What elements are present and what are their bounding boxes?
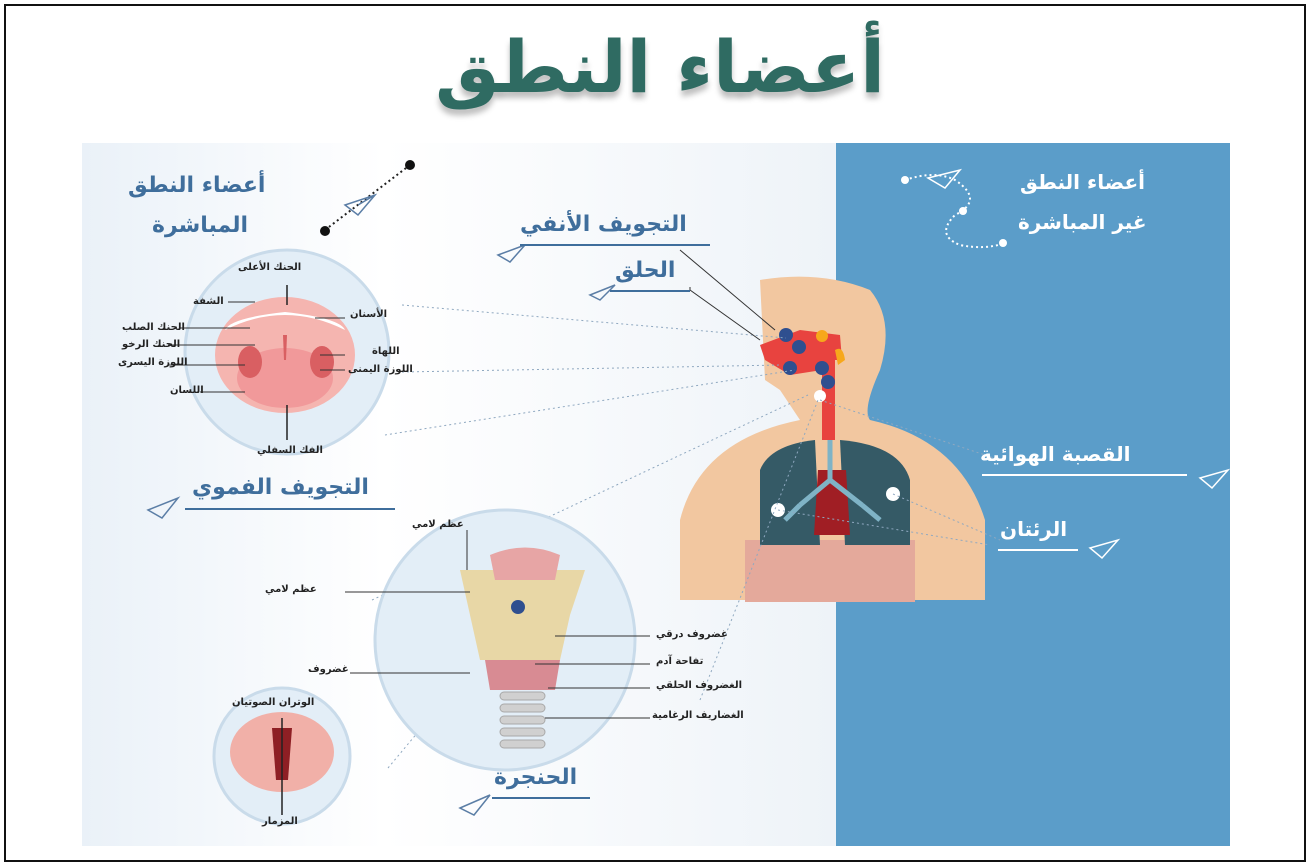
lungs-underline — [998, 549, 1078, 551]
mouth-label-upper-palate: الحنك الأعلى — [238, 262, 301, 273]
mouth-label-uvula: اللهاة — [372, 346, 400, 357]
mouth-label-soft-palate: الحنك الرخو — [122, 339, 180, 350]
larynx-label-thyroid-cartilage: غضروف درقي — [656, 629, 728, 640]
larynx-label-cartilage: غضروف — [308, 664, 349, 675]
larynx-underline — [492, 797, 590, 799]
larynx-label-glottis: المزمار — [262, 816, 298, 827]
larynx-illustration — [375, 510, 635, 770]
mouth-illustration — [185, 250, 389, 454]
mouth-label-lip: الشفة — [193, 296, 224, 307]
larynx-label-adams-apple: تفاحة آدم — [656, 656, 703, 667]
larynx-label-vocal-cords: الوتران الصوتيان — [232, 697, 314, 708]
mouth-label-tongue: اللسان — [170, 385, 204, 396]
larynx-label: الحنجرة — [494, 765, 577, 790]
indirect-heading-line1: أعضاء النطق — [1020, 170, 1145, 194]
larynx-label-hyoid-top: عظم لامي — [412, 519, 464, 530]
direct-heading-line2: المباشرة — [152, 213, 248, 238]
nasal-cavity-underline — [520, 244, 710, 246]
direct-heading-line1: أعضاء النطق — [128, 173, 265, 198]
mouth-label-teeth: الأسنان — [350, 309, 387, 320]
mouth-label-hard-palate: الحنك الصلب — [122, 322, 185, 333]
lungs-label: الرئتان — [1000, 517, 1067, 541]
trachea-underline — [982, 474, 1187, 476]
vocal-cords-illustration — [214, 688, 350, 824]
throat-label: الحلق — [615, 258, 675, 283]
larynx-label-hyoid-left: عظم لامي — [265, 584, 317, 595]
oral-cavity-label: التجويف الفموي — [192, 475, 369, 500]
mouth-label-lower-jaw: الفك السفلي — [257, 445, 323, 456]
nasal-cavity-label: التجويف الأنفي — [520, 212, 687, 237]
throat-underline — [610, 290, 690, 292]
mouth-label-left-tonsil: اللوزة اليسرى — [118, 357, 188, 368]
indirect-heading-line2: غير المباشرة — [1018, 210, 1147, 234]
larynx-label-cricoid-cartilage: الغضروف الحلقي — [656, 680, 742, 691]
trachea-label: القصبة الهوائية — [980, 442, 1131, 466]
mouth-label-right-tonsil: اللوزة اليمنى — [348, 364, 413, 375]
larynx-label-tracheal-rings: الغضاريف الرغامية — [652, 710, 744, 721]
oral-cavity-underline — [185, 508, 395, 510]
